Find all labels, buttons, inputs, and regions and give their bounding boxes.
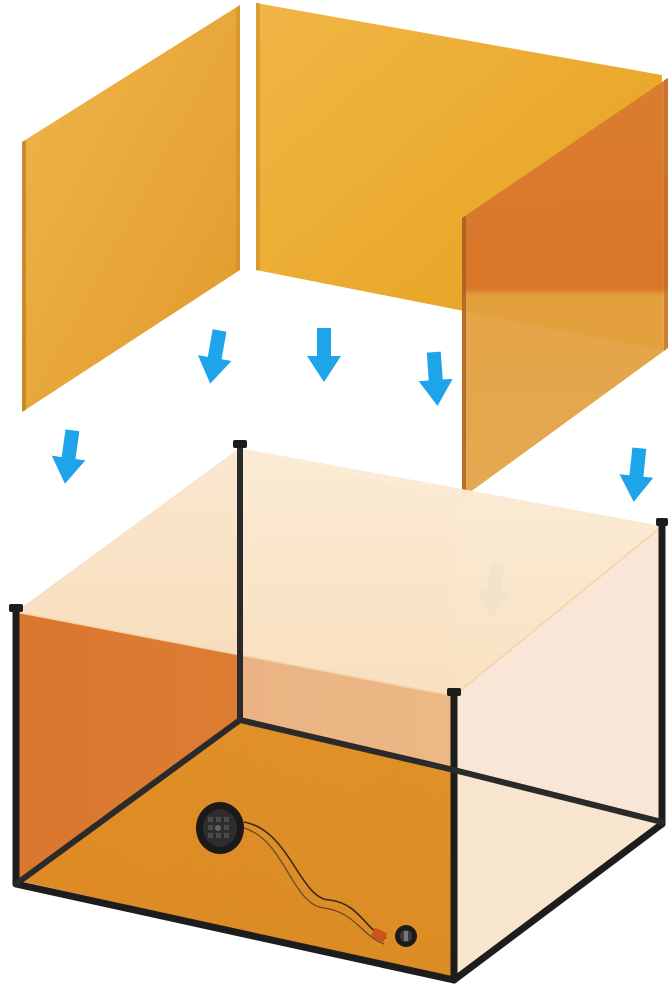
fan-icon [196, 802, 244, 854]
down-arrow [48, 428, 89, 486]
down-arrow [307, 328, 341, 382]
down-arrow [193, 328, 236, 387]
down-arrow [417, 351, 455, 407]
left-panel [22, 5, 240, 412]
down-arrow [617, 446, 656, 503]
enclosure-box [9, 440, 668, 980]
switch-icon [395, 925, 417, 947]
